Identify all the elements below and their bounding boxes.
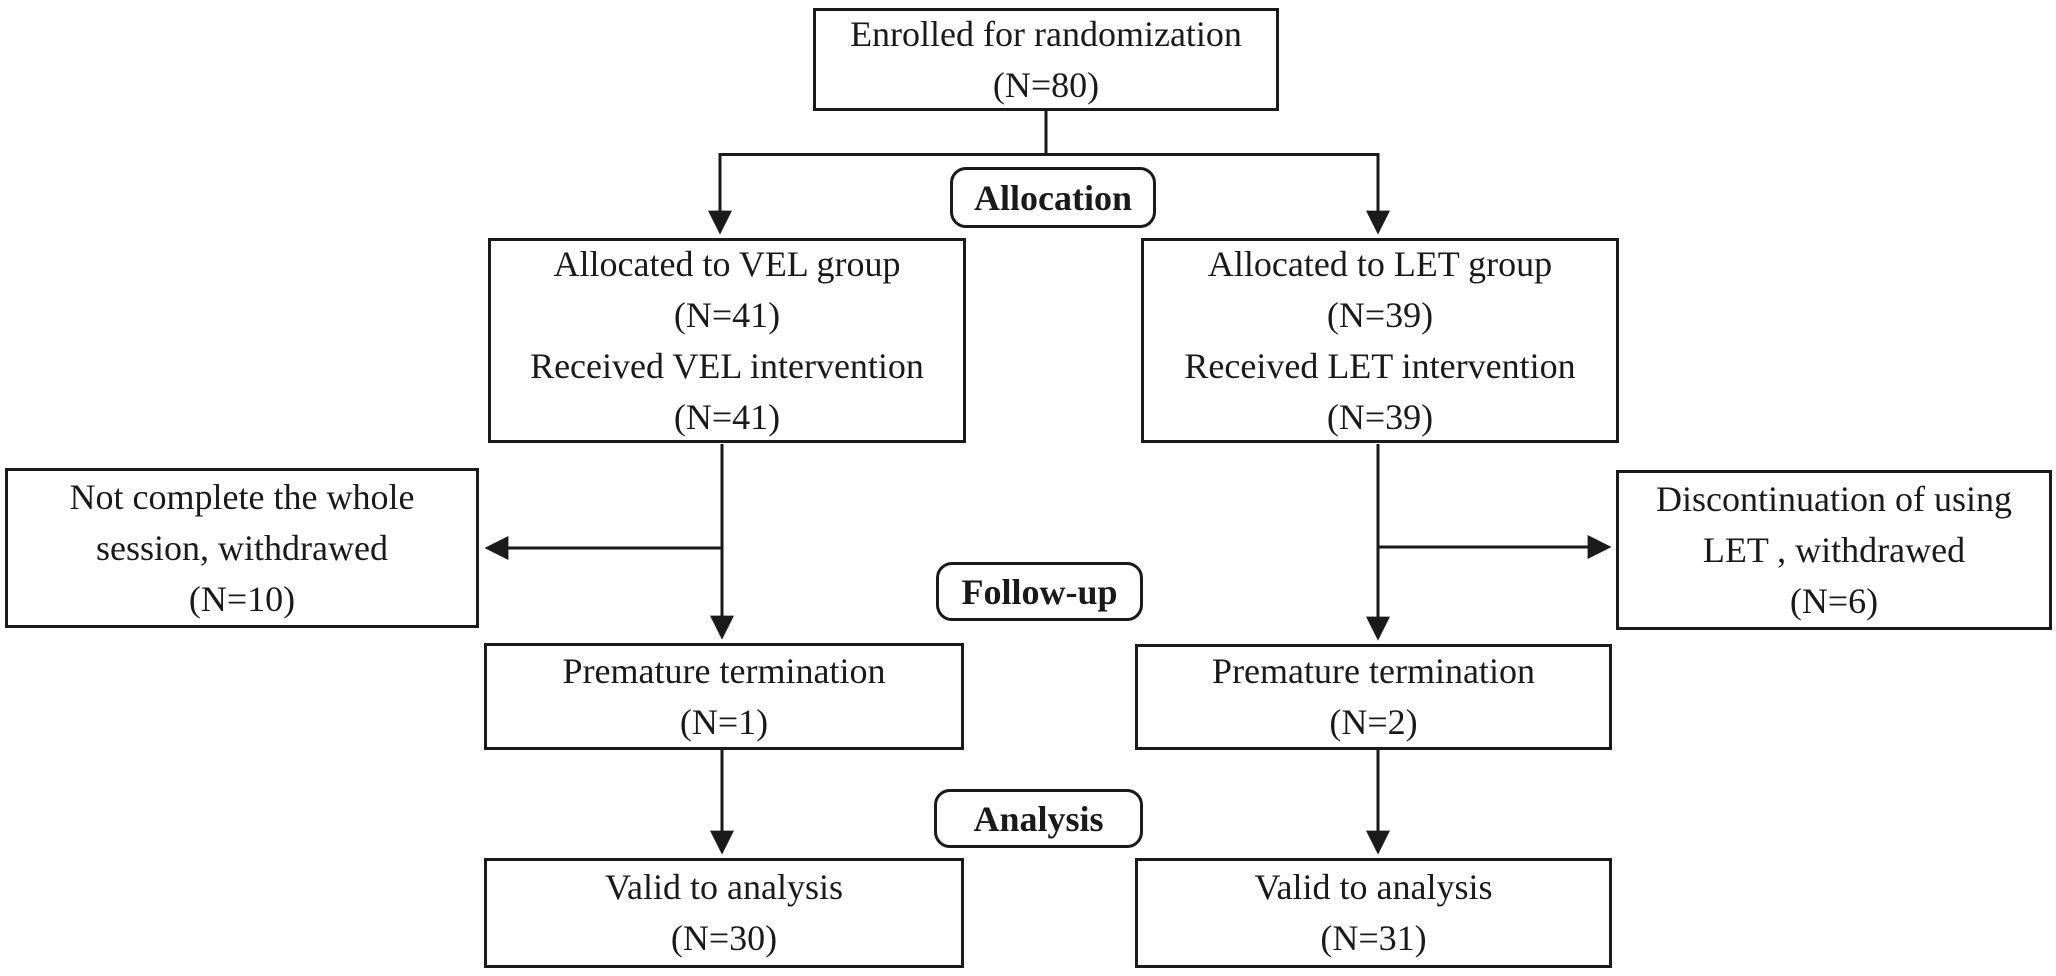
node-let-premature-line-2: (N=2) [1329, 702, 1418, 742]
node-let-withdraw: Discontinuation of using LET , withdrawe… [1616, 470, 2052, 630]
node-vel-withdraw-line-1: Not complete the whole [69, 476, 415, 517]
node-vel-allocated-line-2: (N=41) [673, 294, 781, 335]
node-vel-valid-line-2: (N=30) [670, 918, 778, 958]
stage-label-analysis: Analysis [934, 789, 1143, 848]
stage-label-allocation: Allocation [950, 167, 1156, 228]
node-enrolled: Enrolled for randomization (N=80) [813, 8, 1279, 111]
node-enrolled-line-2: (N=80) [992, 64, 1100, 105]
node-let-valid-line-2: (N=31) [1320, 918, 1427, 958]
node-vel-allocated-line-1: Allocated to VEL group [553, 243, 901, 284]
node-let-allocated-line-4: (N=39) [1326, 396, 1434, 437]
stage-label-follow-up: Follow-up [936, 562, 1143, 621]
node-let-premature: Premature termination (N=2) [1135, 644, 1612, 750]
node-let-premature-line-1: Premature termination [1212, 651, 1535, 691]
node-vel-premature: Premature termination (N=1) [484, 643, 964, 750]
node-enrolled-line-1: Enrolled for randomization [850, 13, 1242, 54]
node-let-withdraw-line-3: (N=6) [1789, 580, 1879, 621]
node-vel-premature-line-2: (N=1) [679, 701, 769, 742]
node-let-allocated-line-3: Received LET intervention [1184, 345, 1576, 386]
node-let-allocated-line-1: Allocated to LET group [1207, 243, 1553, 284]
node-vel-allocated-line-4: (N=41) [673, 396, 781, 437]
node-let-withdraw-line-2: LET , withdrawed [1702, 529, 1966, 570]
node-vel-premature-line-1: Premature termination [562, 650, 886, 691]
node-vel-allocated: Allocated to VEL group (N=41) Received V… [488, 238, 966, 443]
node-vel-valid: Valid to analysis (N=30) [484, 858, 964, 968]
node-let-allocated: Allocated to LET group (N=39) Received L… [1141, 238, 1619, 443]
node-let-withdraw-line-1: Discontinuation of using [1656, 478, 2012, 519]
node-let-valid: Valid to analysis (N=31) [1135, 858, 1612, 968]
node-let-allocated-line-2: (N=39) [1326, 294, 1434, 335]
node-let-valid-line-1: Valid to analysis [1254, 867, 1493, 907]
node-vel-allocated-line-3: Received VEL intervention [530, 345, 924, 386]
node-vel-withdraw: Not complete the whole session, withdraw… [5, 468, 479, 628]
node-vel-valid-line-1: Valid to analysis [605, 867, 843, 907]
node-vel-withdraw-line-3: (N=10) [188, 578, 296, 619]
node-vel-withdraw-line-2: session, withdrawed [96, 527, 388, 568]
